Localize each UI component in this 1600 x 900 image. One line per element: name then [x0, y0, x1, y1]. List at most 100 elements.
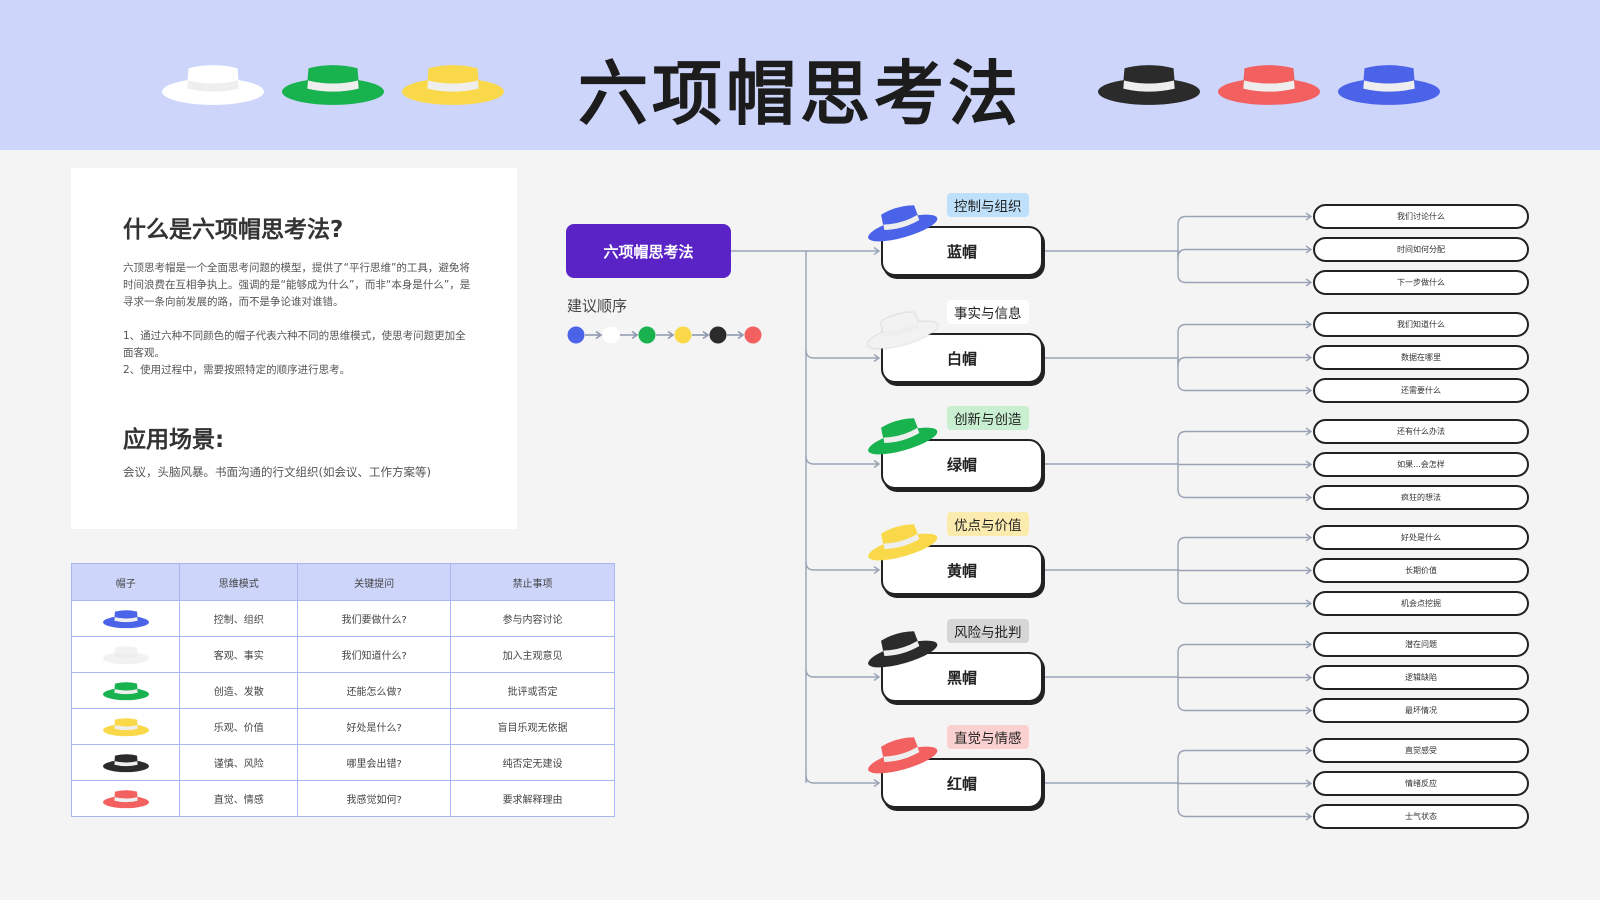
intro-card: 什么是六项帽思考法? 六顶思考帽是一个全面思考问题的模型，提供了“平行思维”的工… [71, 168, 517, 529]
leaf-connector [1177, 358, 1311, 392]
order-dot [674, 326, 692, 344]
connector-arrow [873, 353, 881, 363]
intro-paragraph: 六顶思考帽是一个全面思考问题的模型，提供了“平行思维”的工具，避免将时间浪费在互… [123, 262, 471, 308]
order-arrow-head [631, 330, 639, 340]
hat-icon [862, 624, 940, 672]
table-cell-forbid: 批评或否定 [450, 672, 615, 709]
table-row: 乐观、价值好处是什么?盲目乐观无依据 [70, 708, 615, 745]
hat-icon [862, 517, 940, 565]
table-cell-forbid: 加入主观意见 [450, 636, 615, 673]
leaf-node: 情绪反应 [1313, 771, 1529, 796]
leaf-node: 潜在问题 [1313, 632, 1529, 657]
table-cell-forbid: 要求解释理由 [450, 780, 615, 817]
header-banner: 六项帽思考法 [0, 0, 1600, 150]
branch-connector [805, 455, 879, 465]
root-node: 六项帽思考法 [566, 224, 731, 278]
intro-point-2: 2、使用过程中，需要按照特定的顺序进行思考。 [123, 364, 351, 376]
leaf-node: 我们讨论什么 [1313, 204, 1529, 229]
branch-connector [805, 349, 879, 359]
leaf-connector [1177, 783, 1311, 818]
connector-arrow [1305, 245, 1313, 254]
connector-arrow [1305, 212, 1313, 221]
intro-point-1: 1、通过六种不同颜色的帽子代表六种不同的思维模式，使思考问题更加全面客观。 [123, 330, 466, 359]
leaf-node: 下一步做什么 [1313, 270, 1529, 295]
hat-icon [862, 198, 940, 246]
leaf-node: 士气状态 [1313, 804, 1529, 829]
connector-arrow [1305, 706, 1313, 715]
leaf-node: 直觉感受 [1313, 738, 1529, 763]
table-cell-mode: 控制、组织 [179, 600, 299, 637]
table-cell-question: 我们要做什么? [297, 600, 452, 637]
leaf-connector [1177, 215, 1311, 251]
connector-arrow [1305, 640, 1313, 649]
connector-arrow [1305, 386, 1313, 395]
page-title: 六项帽思考法 [578, 53, 1022, 135]
connector-arrow [1305, 566, 1313, 575]
hat-tag: 优点与价值 [947, 512, 1029, 536]
table-cell-question: 我们知道什么? [297, 636, 452, 673]
hat-icon [862, 730, 940, 778]
scene-heading: 应用场景: [123, 427, 225, 453]
leaf-node: 机会点挖掘 [1313, 591, 1529, 616]
leaf-node: 如果...会怎样 [1313, 452, 1529, 477]
table-hat-cell [70, 780, 181, 817]
leaf-node: 数据在哪里 [1313, 345, 1529, 370]
scene-text: 会议，头脑风暴。书面沟通的行文组织(如会议、工作方案等) [123, 465, 431, 479]
hat-tag: 风险与批判 [947, 619, 1029, 643]
order-label: 建议顺序 [567, 297, 628, 315]
leaf-connector [1177, 643, 1311, 677]
branch-connector [805, 774, 879, 784]
order-dot [638, 326, 656, 344]
leaf-node: 逻辑缺陷 [1313, 665, 1529, 690]
order-arrow-head [667, 330, 675, 340]
table-hat-cell [70, 672, 181, 709]
hat-tag: 直觉与情感 [947, 725, 1029, 749]
connector-arrow [1305, 673, 1313, 682]
connector-arrow [873, 565, 881, 575]
leaf-connector [1177, 536, 1311, 570]
connector-arrow [873, 672, 881, 682]
table-row: 客观、事实我们知道什么?加入主观意见 [70, 636, 615, 673]
table-cell-question: 还能怎么做? [297, 672, 452, 709]
table-hat-cell [70, 600, 181, 637]
connector-arrow [1305, 320, 1313, 329]
leaf-node: 我们知道什么 [1313, 312, 1529, 337]
table-row: 创造、发散还能怎么做?批评或否定 [70, 672, 615, 709]
leaf-node: 最坏情况 [1313, 698, 1529, 723]
order-dot [567, 326, 585, 344]
connector-arrow [1305, 353, 1313, 362]
leaf-connector [1177, 677, 1311, 712]
connector-arrow [1305, 812, 1313, 821]
leaf-connector [1177, 323, 1311, 358]
leaf-node: 还需要什么 [1313, 378, 1529, 403]
table-row: 直觉、情感我感觉如何?要求解释理由 [70, 780, 615, 817]
connector-arrow [1305, 427, 1313, 436]
leaf-connector [1177, 464, 1311, 499]
intro-heading: 什么是六项帽思考法? [123, 217, 344, 243]
leaf-node: 时间如何分配 [1313, 237, 1529, 262]
hat-table: 帽子 思维模式 关键提问 禁止事项 控制、组织我们要做什么?参与内容讨论客观、事… [70, 563, 615, 817]
table-header-row: 帽子 思维模式 关键提问 禁止事项 [70, 563, 615, 601]
hat-icon [862, 411, 940, 459]
hat-node: 绿帽 [881, 439, 1043, 489]
order-dot [744, 326, 762, 344]
hat-tag: 控制与组织 [947, 193, 1029, 217]
order-arrow-head [737, 330, 745, 340]
table-cell-forbid: 盲目乐观无依据 [450, 708, 615, 745]
table-cell-question: 我感觉如何? [297, 780, 452, 817]
leaf-node: 疯狂的想法 [1313, 485, 1529, 510]
table-cell-question: 好处是什么? [297, 708, 452, 745]
connector-arrow [1305, 599, 1313, 608]
branch-connector [805, 561, 879, 571]
table-hat-cell [70, 708, 181, 745]
connector-arrow [873, 246, 881, 256]
hat-tag: 创新与创造 [947, 406, 1029, 430]
order-arrow-head [702, 330, 710, 340]
connector-arrow [1305, 533, 1313, 542]
table-cell-mode: 直觉、情感 [179, 780, 299, 817]
table-header: 关键提问 [297, 563, 452, 601]
leaf-connector [1177, 251, 1311, 284]
hat-tag: 事实与信息 [947, 300, 1029, 324]
leaf-connector [1177, 430, 1311, 464]
